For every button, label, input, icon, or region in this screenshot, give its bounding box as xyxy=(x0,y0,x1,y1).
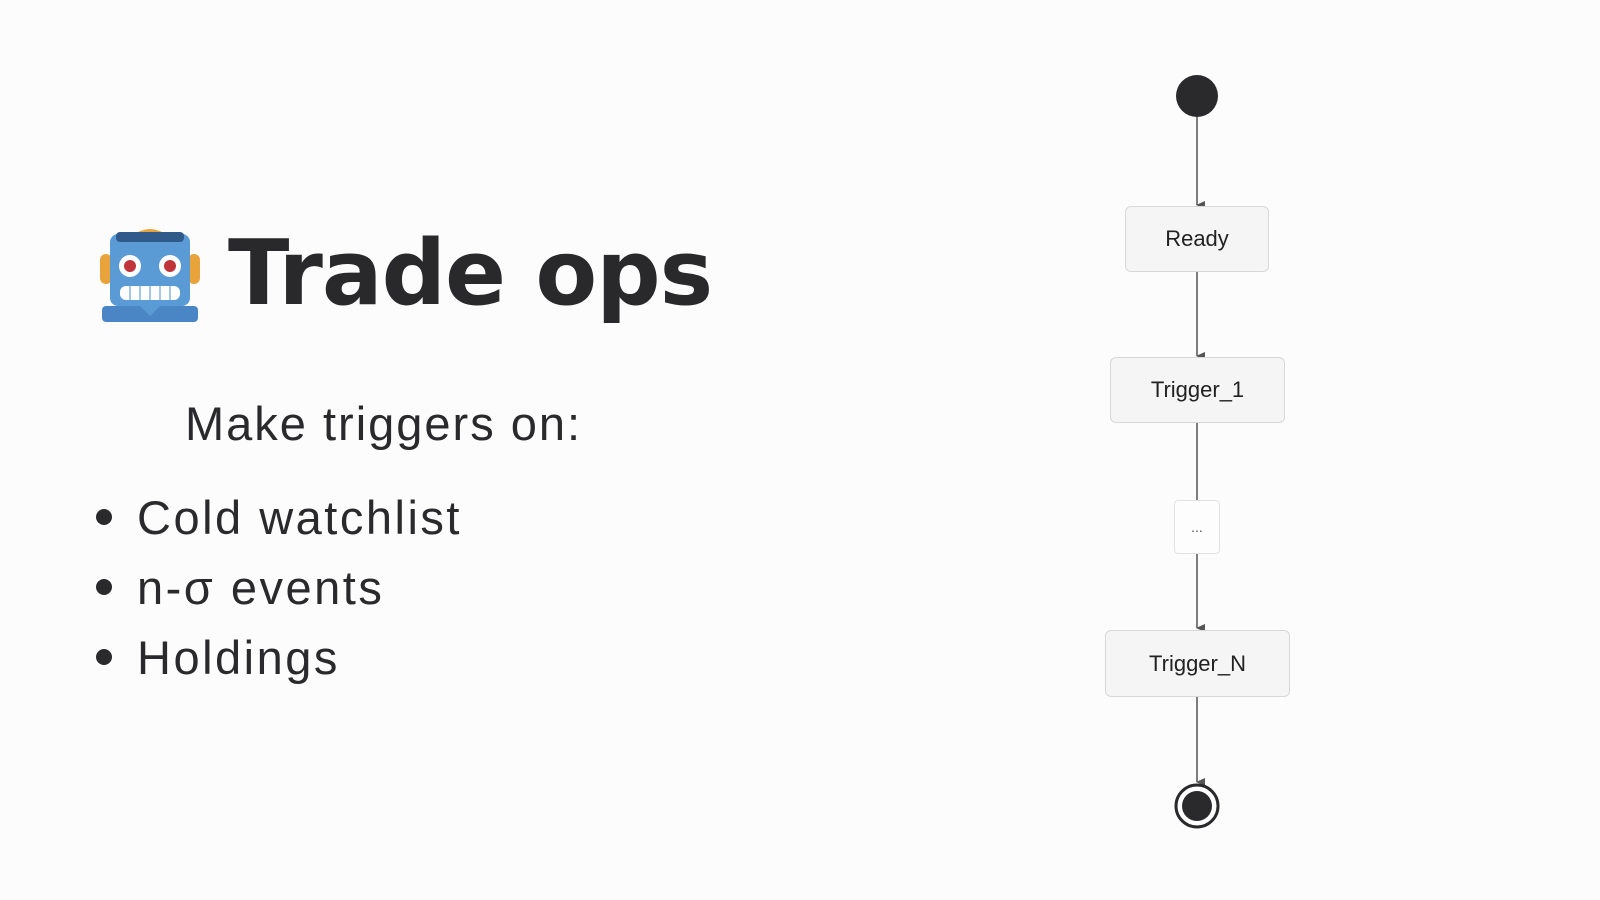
bullet-dot-icon xyxy=(96,579,112,595)
state-trigger-1: Trigger_1 xyxy=(1110,357,1285,423)
bullet-dot-icon xyxy=(96,509,112,525)
bullet-list: Cold watchlist n-σ events Holdings xyxy=(90,482,462,692)
bullet-dot-icon xyxy=(96,649,112,665)
state-ellipsis: ... xyxy=(1174,500,1220,554)
robot-face-icon xyxy=(100,229,200,322)
end-node xyxy=(1182,791,1212,821)
start-node xyxy=(1176,75,1218,117)
list-item: Cold watchlist xyxy=(90,482,462,552)
list-item: n-σ events xyxy=(90,552,462,622)
title-row: Trade ops xyxy=(98,221,713,326)
subtitle: Make triggers on: xyxy=(185,397,583,450)
bullet-text: Holdings xyxy=(137,630,340,684)
page-title: Trade ops xyxy=(228,221,713,326)
state-trigger-n: Trigger_N xyxy=(1105,630,1290,697)
state-ready: Ready xyxy=(1125,206,1269,272)
bullet-text: Cold watchlist xyxy=(137,490,462,544)
list-item: Holdings xyxy=(90,622,462,692)
bullet-text: n-σ events xyxy=(137,560,385,614)
